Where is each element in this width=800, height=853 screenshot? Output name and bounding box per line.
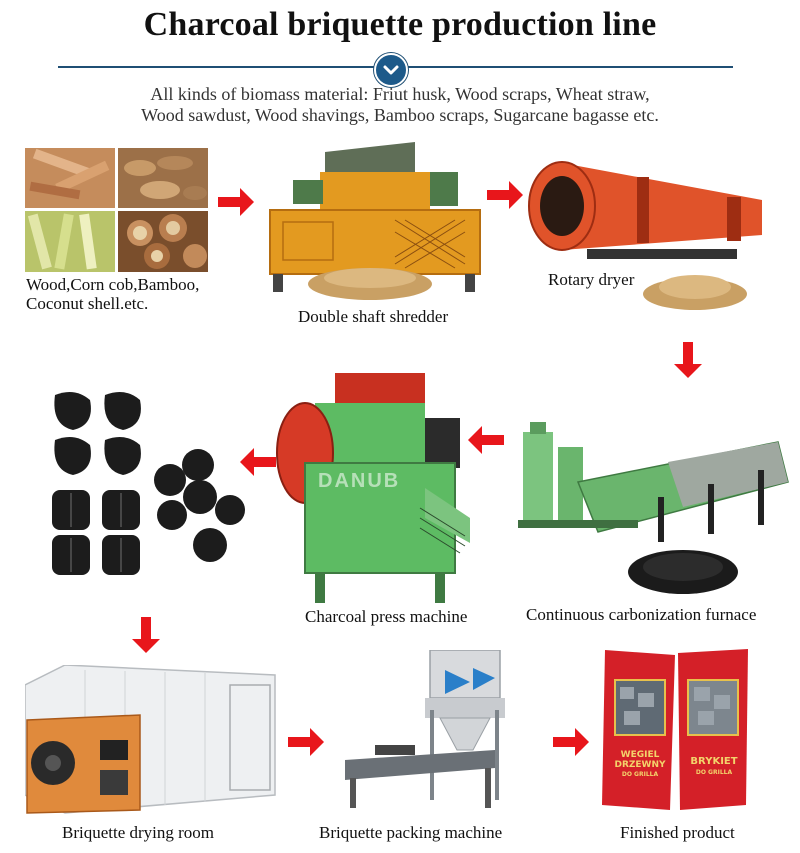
arrow-down-icon xyxy=(126,615,166,655)
bag-1-label: WEGIEL DRZEWNY DO GRILLA xyxy=(614,750,666,780)
sawdust-pile-image xyxy=(640,262,750,312)
arrow-down-icon xyxy=(668,340,708,380)
bag-1-text-line-2: DRZEWNY xyxy=(614,760,666,770)
chevron-down-badge xyxy=(374,53,408,87)
bag-1-text-line-3: DO GRILLA xyxy=(621,771,659,778)
arrow-right-icon xyxy=(286,722,326,762)
press-label: Charcoal press machine xyxy=(305,607,468,626)
materials-label-line-2: Coconut shell.etc. xyxy=(26,294,149,313)
packing-label: Briquette packing machine xyxy=(319,823,503,842)
bag-1-text-line-1: WEGIEL xyxy=(620,750,660,760)
bag-2-text-line-1: BRYKIET xyxy=(690,756,738,767)
rotary-dryer-image xyxy=(527,155,772,265)
bag-2-text-line-2: DO GRILLA xyxy=(695,769,733,776)
charcoal-press-machine-image xyxy=(275,368,475,606)
double-shaft-shredder-image xyxy=(265,142,490,304)
briquette-packing-machine-image xyxy=(345,650,520,815)
finished-product-label: Finished product xyxy=(620,823,735,842)
materials-description-line-2: Wood sawdust, Wood shavings, Bamboo scra… xyxy=(141,105,659,125)
raw-materials-image xyxy=(25,148,208,272)
bag-2-label: BRYKIET DO GRILLA xyxy=(684,756,744,778)
briquette-drying-room-image xyxy=(25,665,280,815)
arrow-left-icon xyxy=(238,442,278,482)
carbonization-furnace-image xyxy=(508,422,798,602)
shredder-label: Double shaft shredder xyxy=(298,307,449,326)
materials-label: Wood,Corn cob,Bamboo, Coconut shell.etc. xyxy=(26,275,199,313)
dryer-label: Rotary dryer xyxy=(548,270,635,289)
arrow-right-icon xyxy=(216,182,256,222)
page-title: Charcoal briquette production line xyxy=(143,6,657,43)
finished-product-image xyxy=(600,645,750,815)
materials-description: All kinds of biomass material: Friut hus… xyxy=(60,84,740,126)
arrow-right-icon xyxy=(485,175,525,215)
materials-description-line-1: All kinds of biomass material: Friut hus… xyxy=(150,84,650,104)
charcoal-briquettes-image xyxy=(30,385,255,580)
materials-label-line-1: Wood,Corn cob,Bamboo, xyxy=(26,275,200,294)
drying-room-label: Briquette drying room xyxy=(62,823,215,842)
chevron-down-icon xyxy=(383,65,399,75)
carbonization-label: Continuous carbonization furnace xyxy=(526,605,757,624)
watermark-text: DANUB xyxy=(318,470,401,492)
arrow-right-icon xyxy=(551,722,591,762)
arrow-left-icon xyxy=(466,420,506,460)
